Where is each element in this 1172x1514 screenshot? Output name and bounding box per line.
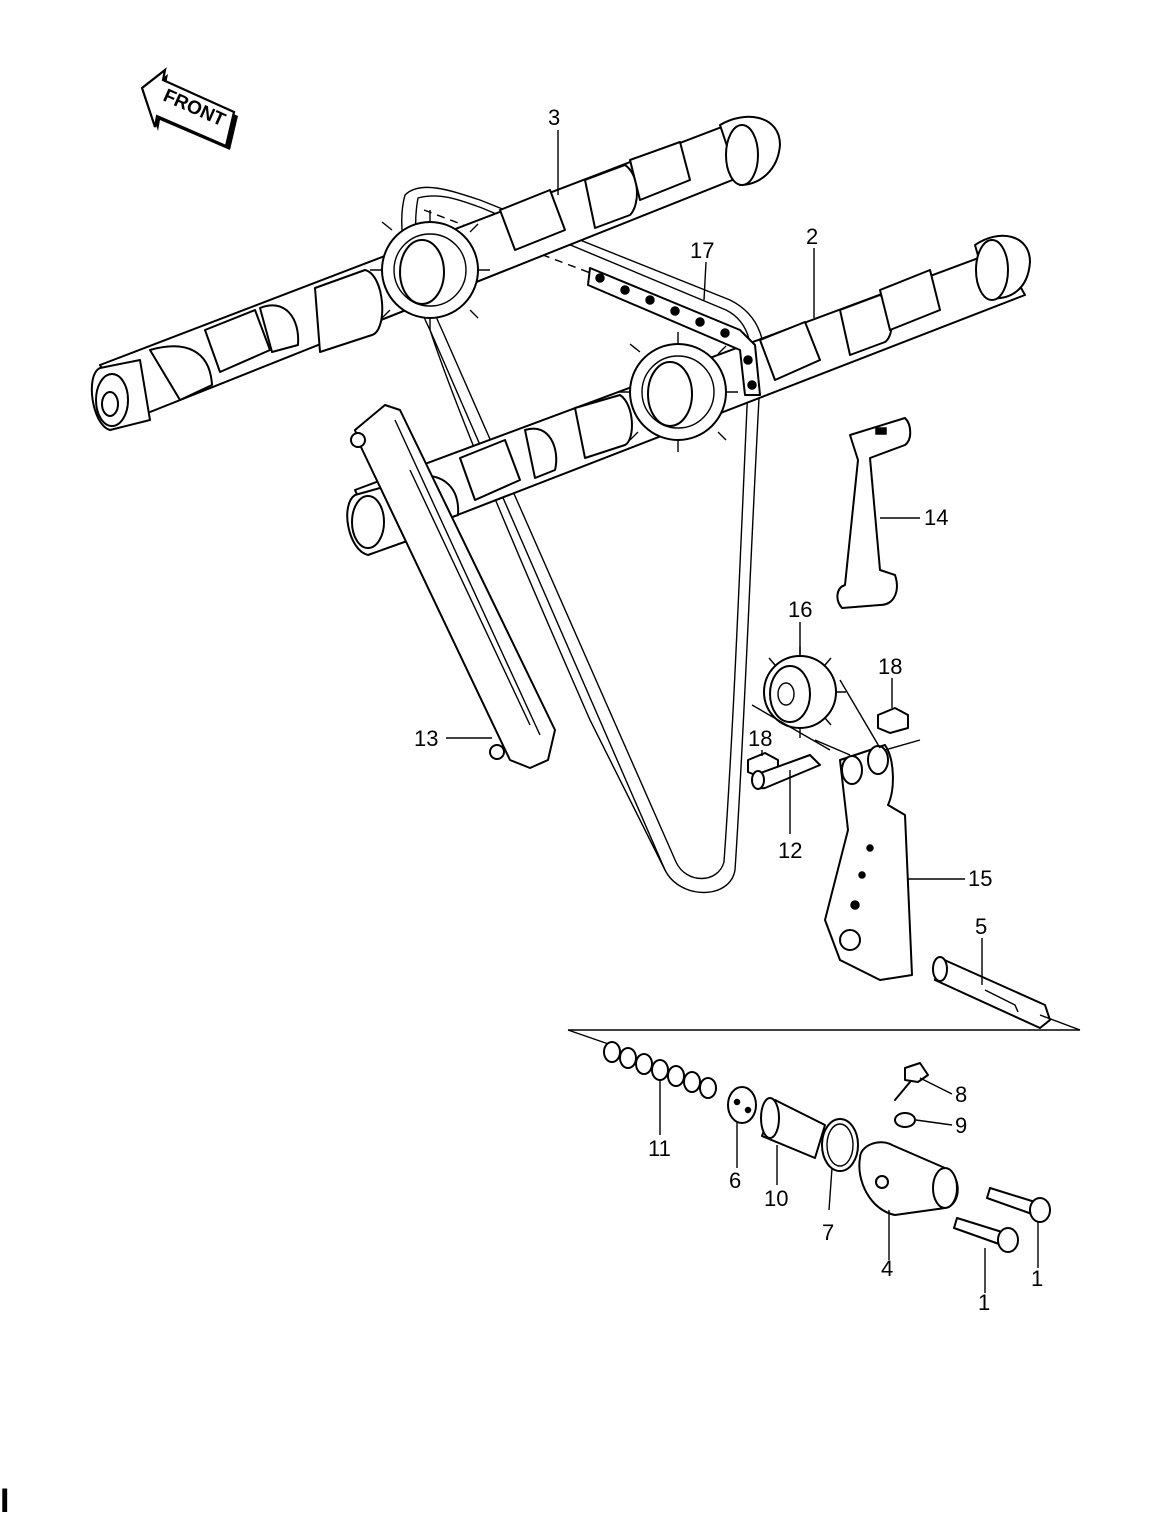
tensioner-sleeve	[760, 1097, 826, 1159]
callout-17: 17	[690, 238, 714, 263]
front-arrow-icon: FRONT	[140, 67, 238, 150]
tensioner-bolt	[894, 1062, 929, 1101]
washer	[894, 1112, 916, 1128]
pivot-shaft	[932, 956, 1051, 1029]
callout-1-left: 1	[978, 1290, 990, 1315]
callout-15: 15	[968, 866, 992, 891]
callout-16: 16	[788, 597, 812, 622]
callout-3: 3	[548, 105, 560, 130]
callout-11: 11	[648, 1136, 671, 1161]
guide-arm	[836, 417, 912, 609]
rear-cam-sprocket	[370, 210, 490, 330]
explode-axis	[567, 1014, 1081, 1049]
chain-links	[587, 267, 761, 396]
tensioner-body	[858, 1141, 959, 1216]
callout-1-right: 1	[1031, 1266, 1043, 1291]
callout-2: 2	[806, 224, 818, 249]
page-mark: I	[0, 1482, 9, 1514]
o-ring	[821, 1118, 859, 1172]
callout-10: 10	[764, 1186, 788, 1211]
tensioner-spring	[603, 1041, 717, 1099]
chain-guide	[350, 404, 556, 769]
mounting-bolt-lower	[953, 1217, 1019, 1253]
spring-retainer	[727, 1086, 757, 1124]
callout-4: 4	[881, 1256, 893, 1281]
callout-7: 7	[822, 1220, 834, 1245]
leader-lines	[446, 130, 1039, 1293]
tensioner-pin	[751, 754, 821, 790]
callout-14: 14	[924, 505, 948, 530]
callout-12: 12	[778, 838, 802, 863]
callout-13: 13	[414, 726, 438, 751]
mounting-bolt-upper	[986, 1187, 1051, 1223]
callout-8: 8	[955, 1082, 967, 1107]
callout-18-upper: 18	[878, 654, 902, 679]
callout-5: 5	[975, 914, 987, 939]
tensioner-arm	[751, 679, 921, 981]
callout-18-lower: 18	[748, 726, 772, 751]
callout-9: 9	[955, 1113, 967, 1138]
tensioner-sprocket	[763, 646, 846, 738]
callout-6: 6	[729, 1168, 741, 1193]
front-cam-sprocket	[618, 332, 738, 452]
rubber-damper-upper	[877, 707, 909, 734]
